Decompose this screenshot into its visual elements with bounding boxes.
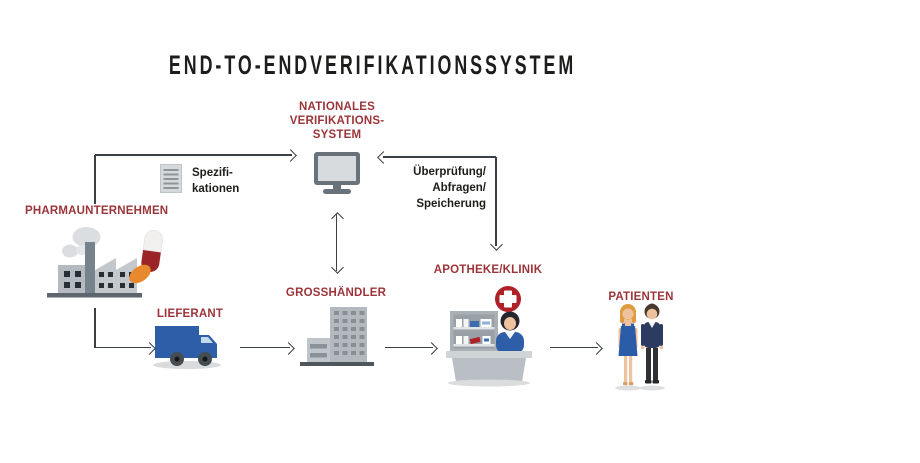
arrow-line bbox=[240, 346, 290, 349]
pharmacist-icon bbox=[496, 311, 524, 354]
label-supplier: LIEFERANT bbox=[156, 308, 224, 320]
arrow-head bbox=[425, 341, 438, 355]
pharmacy-shelf-icon bbox=[450, 311, 498, 352]
pill-tablet-icon bbox=[129, 264, 151, 284]
pharmacy-counter-icon bbox=[446, 286, 532, 387]
arrow-line bbox=[94, 308, 96, 348]
patients-icon bbox=[615, 303, 665, 391]
woman-icon bbox=[618, 304, 638, 386]
page-title-wrap: END-TO-ENDVERIFIKATIONSSYSTEM bbox=[20, 50, 725, 81]
label-specifications: Spezifi- kationen bbox=[192, 167, 240, 195]
arrow-line bbox=[95, 346, 151, 349]
red-cross-icon bbox=[495, 286, 521, 312]
arrow-line bbox=[383, 156, 496, 158]
pill-capsule-icon bbox=[129, 229, 163, 284]
arrow-line bbox=[95, 154, 292, 156]
arrow-head bbox=[282, 341, 295, 355]
arrow-head bbox=[330, 261, 344, 275]
arrow-line bbox=[495, 157, 497, 246]
factory-icon bbox=[47, 227, 142, 298]
man-icon bbox=[640, 303, 664, 384]
label-pharmacy: APOTHEKE/KLINIK bbox=[433, 264, 543, 276]
document-icon bbox=[160, 164, 182, 193]
arrow-head bbox=[330, 211, 344, 225]
arrow-line bbox=[94, 155, 96, 204]
office-building-icon bbox=[300, 307, 374, 366]
arrow-line bbox=[335, 214, 338, 271]
truck-icon bbox=[153, 326, 221, 369]
label-wholesaler: GROSSHÄNDLER bbox=[285, 287, 387, 299]
page-title: END-TO-ENDVERIFIKATIONSSYSTEM bbox=[168, 50, 577, 80]
label-verification: Überprüfung/ Abfragen/ Speicherung bbox=[413, 166, 486, 210]
arrow-head bbox=[490, 238, 503, 251]
arrow-line bbox=[550, 346, 598, 349]
arrow-line bbox=[385, 346, 433, 349]
label-national-system: NATIONALES VERIFIKATIONS- SYSTEM bbox=[289, 101, 385, 141]
label-patients: PATIENTEN bbox=[608, 291, 674, 303]
monitor-icon bbox=[314, 152, 360, 194]
label-pharma: PHARMAUNTERNEHMEN bbox=[25, 205, 169, 217]
arrow-head bbox=[590, 341, 603, 355]
arrow-head bbox=[284, 149, 297, 162]
